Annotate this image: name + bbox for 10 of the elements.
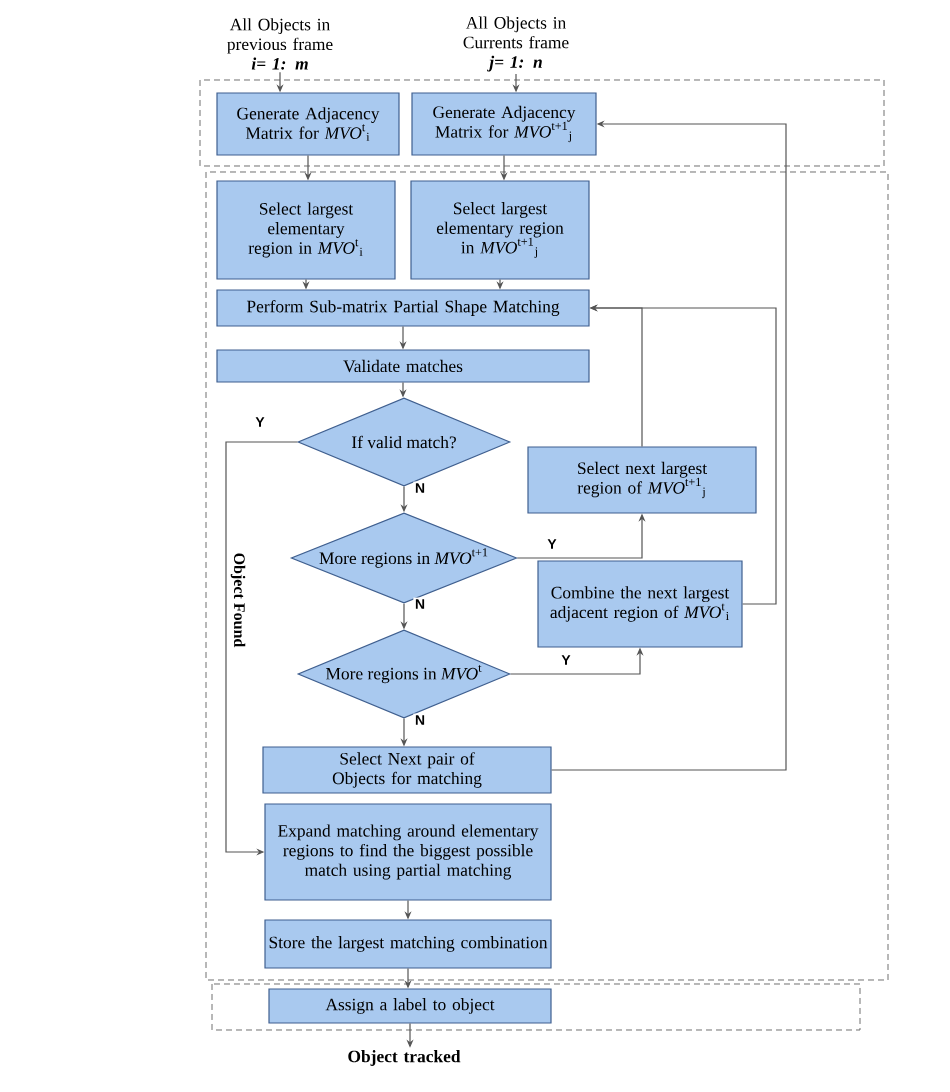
process-box: Perform Sub-matrix Partial Shape Matching <box>216 289 590 327</box>
caption-text: All Objects in previous frame i= 1: m <box>227 18 333 70</box>
side-label: Object Found <box>229 551 247 649</box>
process-box: Validate matches <box>216 349 590 383</box>
process-box: Store the largest matching combination <box>264 919 552 969</box>
caption-text: Object tracked <box>348 1050 461 1066</box>
process-box: Select Next pair of Objects for matching <box>262 746 552 794</box>
process-box: Expand matching around elementary regions to find the biggest possible match using partial matching <box>264 803 552 901</box>
process-box: Assign a label to object <box>268 988 552 1024</box>
caption-text: All Objects in Currents frame j= 1: n <box>463 16 569 72</box>
